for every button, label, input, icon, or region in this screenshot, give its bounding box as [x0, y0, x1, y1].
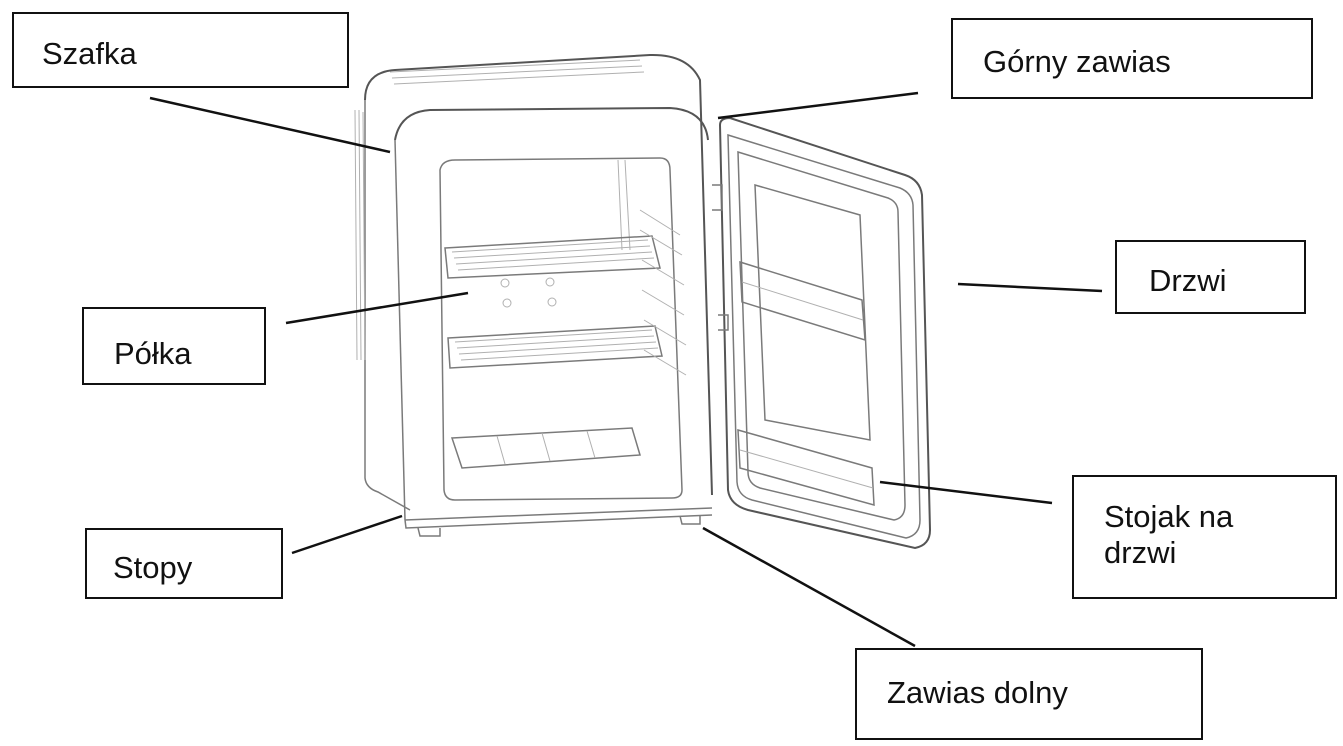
label-zawias-dolny: Zawias dolny	[855, 648, 1203, 740]
leader-polka	[285, 291, 469, 325]
cabinet	[354, 53, 713, 537]
label-polka-text: Półka	[114, 336, 192, 371]
label-szafka: Szafka	[12, 12, 349, 88]
label-gorny-zawias-text: Górny zawias	[983, 44, 1171, 79]
label-drzwi-text: Drzwi	[1149, 263, 1227, 298]
label-stopy-text: Stopy	[113, 550, 193, 585]
leader-zawias-dolny	[702, 526, 916, 648]
label-stojak-line1: Stojak na	[1104, 499, 1234, 534]
cabinet-interior	[439, 157, 687, 501]
leader-drzwi	[957, 282, 1103, 293]
label-drzwi: Drzwi	[1115, 240, 1306, 314]
leader-stojak	[879, 480, 1053, 505]
label-polka: Półka	[82, 307, 266, 385]
leader-gorny-zawias	[717, 91, 919, 120]
leader-stopy	[291, 514, 403, 555]
label-szafka-text: Szafka	[42, 36, 137, 71]
door	[712, 116, 932, 550]
label-stojak-line2: drzwi	[1104, 535, 1177, 570]
label-stopy: Stopy	[85, 528, 283, 599]
label-gorny-zawias: Górny zawias	[951, 18, 1313, 99]
leader-lines	[149, 91, 1103, 648]
leader-szafka	[149, 96, 391, 154]
label-stojak-na-drzwi: Stojak na drzwi	[1072, 475, 1337, 599]
label-zawias-dolny-text: Zawias dolny	[887, 675, 1068, 710]
